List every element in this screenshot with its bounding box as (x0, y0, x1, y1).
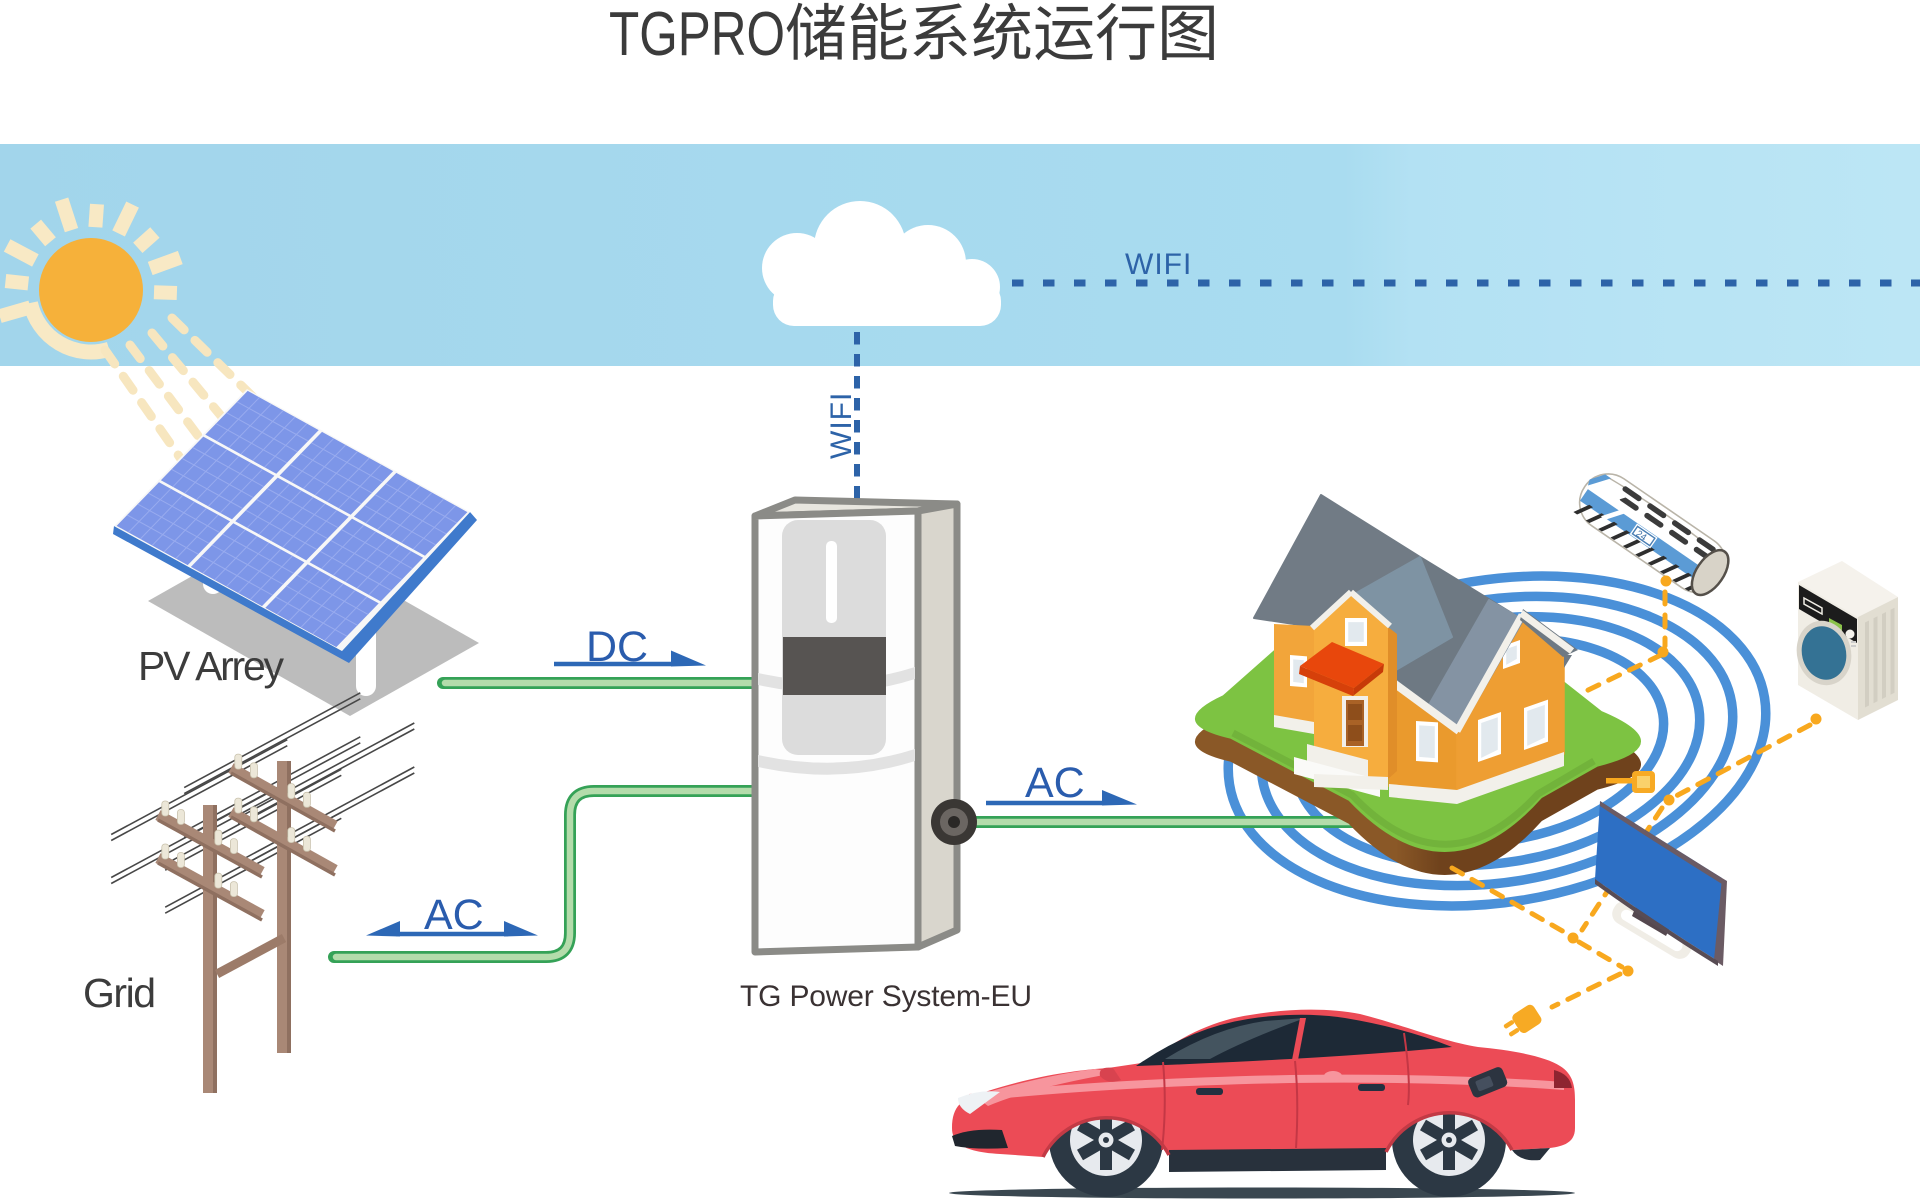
svg-text:AC: AC (424, 891, 484, 939)
svg-text:WIFI: WIFI (1125, 248, 1192, 281)
svg-text:AC: AC (1025, 759, 1085, 807)
svg-text:24: 24 (1634, 528, 1649, 543)
svg-text:WIFI: WIFI (825, 392, 858, 459)
svg-text:Grid: Grid (83, 970, 156, 1016)
svg-text:PV Arrey: PV Arrey (138, 643, 285, 689)
svg-text:TGPRO: TGPRO (609, 0, 785, 69)
svg-text:TG Power System-EU: TG Power System-EU (740, 980, 1032, 1013)
